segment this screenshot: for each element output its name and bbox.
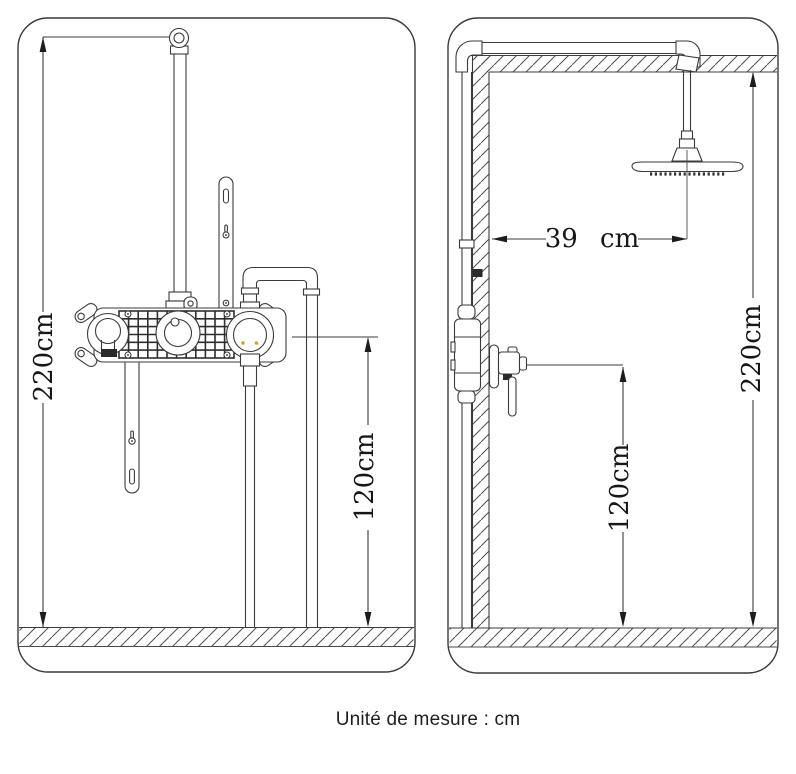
lower-mounting-bracket <box>124 349 140 494</box>
dimension-220cm-side: 220cm <box>737 72 767 627</box>
mixer-valve-side <box>450 304 528 417</box>
valve-right-control <box>225 310 275 360</box>
mixer-valve-front <box>74 296 287 627</box>
wall-flange <box>488 344 500 389</box>
side-panel-border <box>447 17 779 674</box>
side-view-panel: 39 cm 220cm 120cm <box>447 17 779 674</box>
side-floor <box>449 627 777 648</box>
valve-screws <box>124 299 231 359</box>
dimension-39cm: 39 cm <box>492 224 687 254</box>
front-valve-height-label: 120cm <box>350 433 380 522</box>
in-wall-valve-body <box>453 318 482 392</box>
units-caption: Unité de mesure : cm <box>335 709 521 730</box>
side-valve-height-label: 120cm <box>605 444 635 533</box>
upper-mounting-bracket <box>218 176 234 348</box>
front-floor <box>19 626 414 647</box>
ceiling-offset-label: 39 cm <box>545 224 640 254</box>
dimension-220cm-front: 220cm <box>29 36 169 627</box>
hand-shower-outlet-pipe <box>239 353 261 627</box>
shower-head-disc <box>631 161 744 173</box>
ceiling-escutcheon <box>675 54 700 73</box>
front-height-label: 220cm <box>29 313 59 402</box>
front-view-panel: 220cm 120cm <box>17 17 416 673</box>
pipe-flange-icon <box>168 27 190 49</box>
wall-supply-pipe <box>458 72 483 628</box>
valve-trim-body <box>497 351 521 375</box>
dimension-120cm-side: 120cm <box>527 364 635 627</box>
side-height-label: 220cm <box>737 305 767 394</box>
valve-left-control <box>86 312 130 357</box>
valve-middle-control <box>155 310 201 356</box>
dimension-120cm-front: 120cm <box>292 336 380 627</box>
ceiling-pipe-run <box>455 40 701 73</box>
rain-shower-head <box>631 70 744 239</box>
side-ceiling <box>470 54 777 73</box>
pipe-elbow-left <box>455 40 483 73</box>
supply-riser-pipe <box>239 266 321 627</box>
valve-lever-handle <box>507 376 517 417</box>
